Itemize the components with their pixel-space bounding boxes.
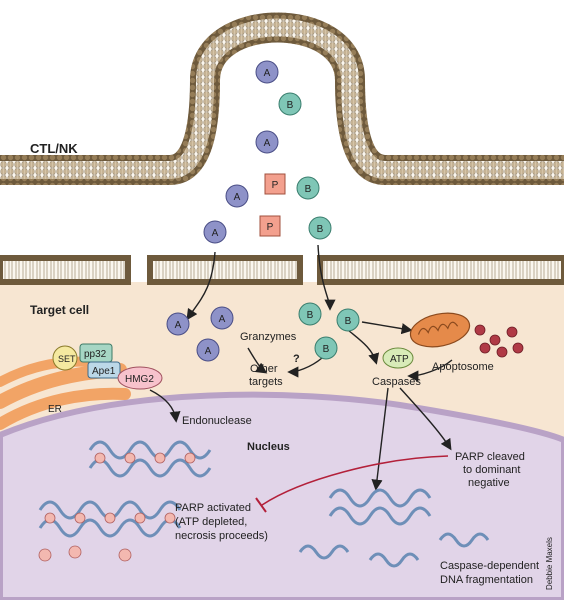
chromatin-fragmented: [298, 488, 490, 568]
granzyme-b-letter: B: [307, 310, 314, 321]
granzyme-b-molecule: B: [296, 176, 320, 200]
arrow-b-to-caspases: [347, 329, 380, 365]
nucleus-label: Nucleus: [247, 441, 290, 453]
granzyme-a-molecule: A: [203, 220, 227, 244]
question-mark: ?: [293, 353, 300, 365]
caspase-dna-label-2: DNA fragmentation: [440, 574, 533, 586]
perforin-molecule: P: [264, 173, 286, 195]
parp-activated-label-1: PARP activated: [175, 502, 251, 514]
apoptosome-label: Apoptosome: [432, 361, 494, 373]
granzyme-b-letter: B: [317, 224, 324, 235]
set-label: SET: [58, 354, 76, 364]
granzyme-a-letter: A: [234, 192, 241, 203]
atp-label: ATP: [390, 354, 409, 365]
granzyme-a-letter: A: [175, 320, 182, 331]
parp-activated-label-3: necrosis proceeds): [175, 530, 268, 542]
granzyme-b-letter: B: [323, 344, 330, 355]
set-complex: [52, 343, 163, 390]
arrow-granzyme-b-entry: [317, 244, 336, 311]
caspase-dna-label-1: Caspase-dependent: [440, 560, 539, 572]
granzyme-a-molecule: A: [225, 184, 249, 208]
perforin-letter: P: [272, 180, 279, 191]
target-cell-label: Target cell: [30, 303, 89, 317]
other-targets-label-1: Other: [250, 363, 278, 375]
granzyme-a-letter: A: [264, 138, 271, 149]
ape1-label: Ape1: [92, 366, 116, 377]
target-membrane: [0, 255, 564, 285]
parp-activated-label-2: (ATP depleted,: [175, 516, 247, 528]
er-label: ER: [48, 404, 62, 415]
credit-label: Debbie Maxels: [545, 537, 554, 590]
granzyme-b-molecule: B: [308, 216, 332, 240]
granzyme-a-molecule: A: [255, 130, 279, 154]
granzyme-a-letter: A: [219, 314, 226, 325]
arrow-apoptosome-to-caspases: [407, 359, 453, 382]
perforin-letter: P: [267, 222, 274, 233]
granzyme-a-letter: A: [205, 346, 212, 357]
mitochondrion: [409, 312, 471, 348]
arrow-b-to-mitochondrion: [361, 321, 413, 335]
perforin-molecule: P: [259, 215, 281, 237]
arrow-granzyme-a-entry: [186, 251, 216, 321]
nucleosomes: [38, 452, 196, 562]
pp32-label: pp32: [84, 349, 107, 360]
caspases-label: Caspases: [372, 376, 421, 388]
ape1-protein: [87, 361, 121, 379]
apoptosome-cluster: [474, 324, 524, 358]
granzyme-b-molecule: B: [336, 308, 360, 332]
arrow-b-to-targets: [287, 357, 323, 378]
endonuclease-label: Endonuclease: [182, 415, 252, 427]
hmg2-label: HMG2: [125, 374, 154, 385]
granzyme-b-letter: B: [287, 100, 294, 111]
arrow-a-to-targets: [247, 347, 268, 374]
parp-cleaved-label-3: negative: [468, 477, 510, 489]
granzyme-a-molecule: A: [166, 312, 190, 336]
granzymes-label: Granzymes: [240, 331, 297, 343]
arrow-caspases-to-parp: [399, 387, 452, 451]
arrow-caspases-to-dna: [371, 387, 389, 491]
granzyme-a-molecule: A: [210, 306, 234, 330]
parp-cleaved-label-1: PARP cleaved: [455, 451, 525, 463]
pathway-arrows: [149, 244, 453, 491]
ctl-nk-label: CTL/NK: [30, 141, 78, 156]
granzyme-b-molecule: B: [298, 302, 322, 326]
hmg2-protein: [117, 366, 163, 390]
granzyme-b-letter: B: [345, 316, 352, 327]
granzyme-a-letter: A: [212, 228, 219, 239]
ctl-membrane: [0, 12, 564, 185]
granzyme-b-molecule: B: [278, 92, 302, 116]
granzyme-a-molecule: A: [255, 60, 279, 84]
molecule-layer: A B A P A B P A B A A A B B B: [166, 60, 360, 362]
granzyme-a-letter: A: [264, 68, 271, 79]
granzyme-a-molecule: A: [196, 338, 220, 362]
other-targets-label-2: targets: [249, 376, 283, 388]
set-protein: [52, 345, 78, 371]
parp-cleaved-label-2: to dominant: [463, 464, 520, 476]
arrow-hmg2-to-endonuclease: [149, 389, 181, 423]
atp-molecule: [382, 347, 414, 369]
parp-inhibition: [255, 455, 449, 513]
granzyme-b-molecule: B: [314, 336, 338, 360]
granzyme-b-letter: B: [305, 184, 312, 195]
nucleus-envelope: [0, 391, 564, 600]
